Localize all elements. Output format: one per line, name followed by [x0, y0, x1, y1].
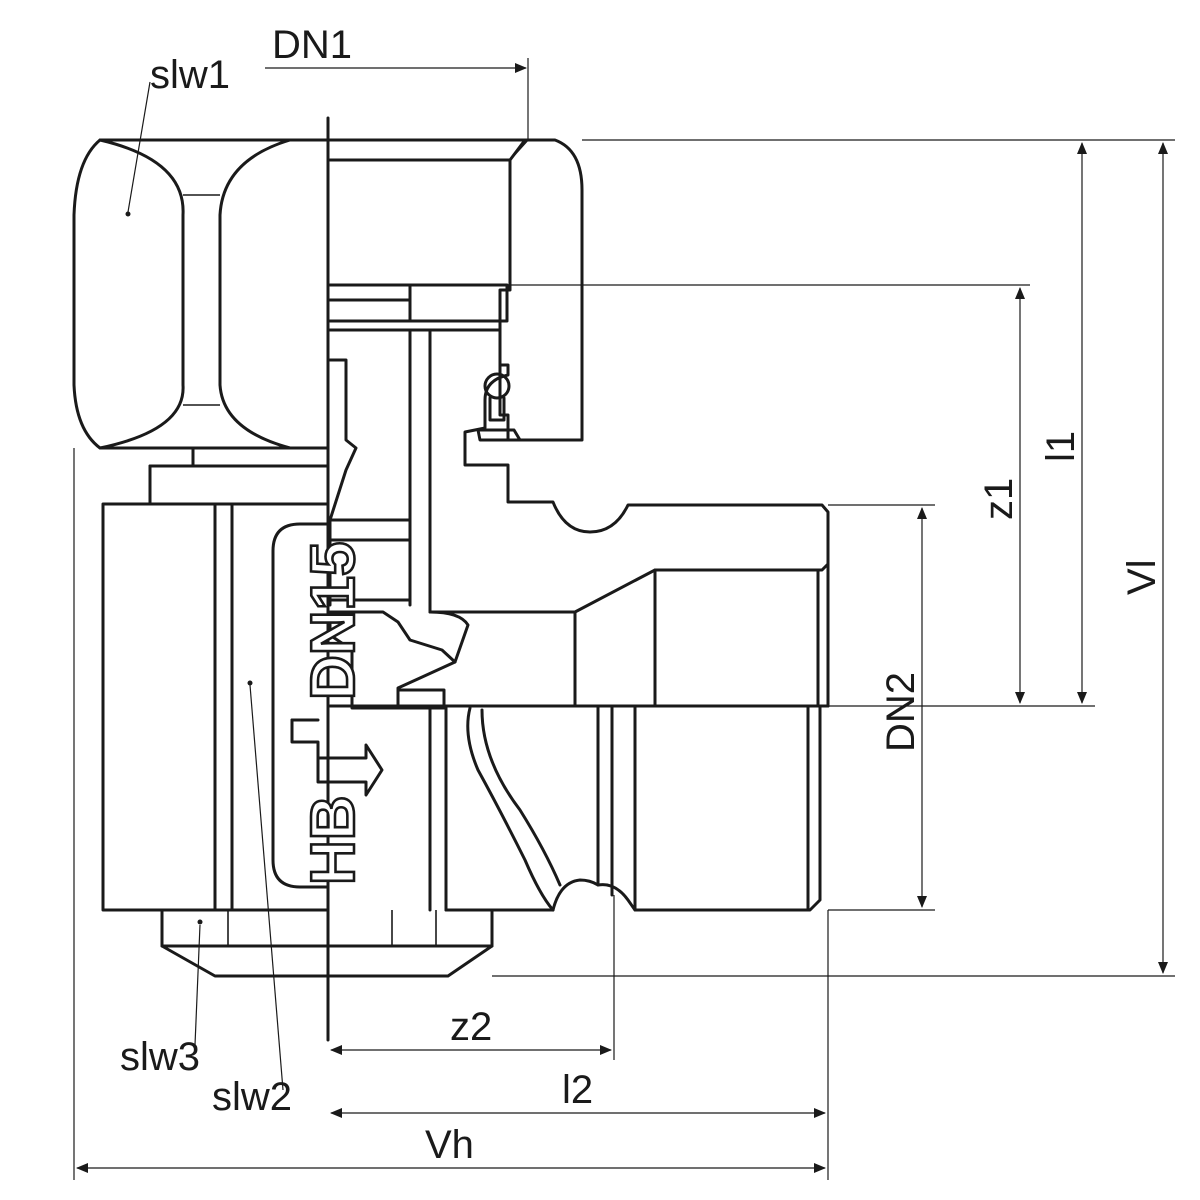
cap-nut — [72, 138, 330, 450]
outlet — [328, 562, 830, 912]
label-vh: Vh — [425, 1123, 474, 1167]
label-vl: Vl — [1120, 559, 1164, 595]
label-dn1: DN1 — [272, 23, 352, 67]
label-z1: z1 — [977, 478, 1021, 520]
dimension-lines — [76, 63, 1168, 1173]
neck — [148, 446, 330, 506]
label-dn2: DN2 — [879, 672, 923, 752]
leader-lines — [125, 81, 284, 1091]
flow-arrow-icon — [290, 718, 384, 797]
label-l1: l1 — [1039, 431, 1083, 462]
label-z2: z2 — [450, 1005, 492, 1049]
label-slw3: slw3 — [120, 1035, 200, 1079]
label-slw1: slw1 — [150, 53, 230, 97]
extension-lines — [73, 58, 1175, 1180]
seat-seal — [328, 610, 470, 710]
marking-brand: HB — [299, 795, 368, 885]
valve-body — [101, 502, 330, 912]
gasket — [328, 283, 509, 323]
label-l2: l2 — [562, 1068, 593, 1112]
label-slw2: slw2 — [212, 1075, 292, 1119]
marking-size: DN15 — [299, 541, 368, 700]
body-section — [428, 328, 830, 614]
cap-nut-section — [326, 138, 584, 442]
